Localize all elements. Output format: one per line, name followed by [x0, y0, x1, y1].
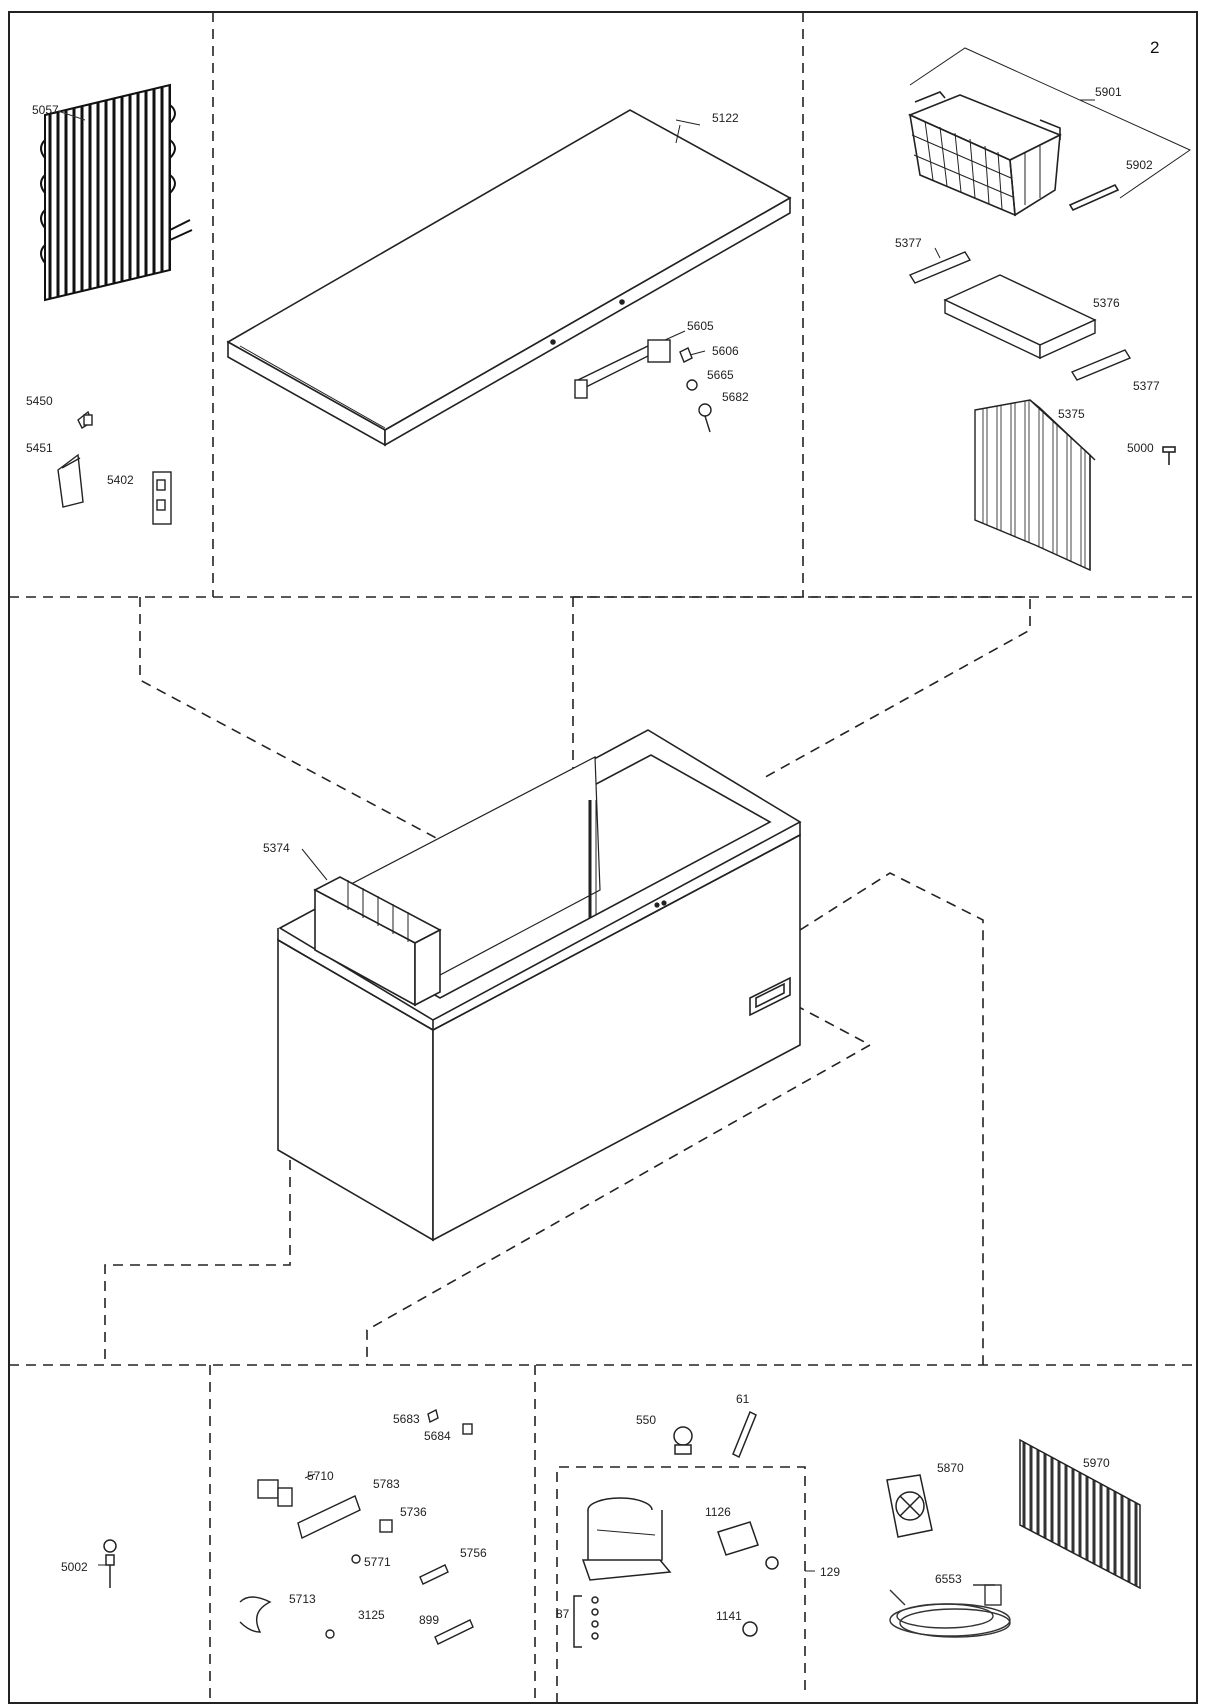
part-label-5122: 5122 [712, 111, 739, 125]
part-label-5450: 5450 [26, 394, 53, 408]
condenser-coil-icon [40, 83, 193, 302]
screw-icon [1162, 446, 1176, 465]
part-label-6553: 6553 [935, 1572, 962, 1586]
part-label-5665: 5665 [707, 368, 734, 382]
part-label-5605: 5605 [687, 319, 714, 333]
part-label-5375: 5375 [1058, 407, 1085, 421]
part-label-5756: 5756 [460, 1546, 487, 1560]
part-label-5713: 5713 [289, 1592, 316, 1606]
fan-icon [886, 1474, 933, 1538]
part-label-899: 899 [419, 1613, 440, 1627]
divider-parts-icon [908, 247, 1132, 381]
compressor-parts-icon [573, 1410, 815, 1648]
part-label-5057: 5057 [32, 103, 59, 117]
part-label-87: 87 [556, 1607, 570, 1621]
part-label-5902: 5902 [1126, 158, 1153, 172]
power-cord-icon [889, 1584, 1011, 1638]
part-label-5783: 5783 [373, 1477, 400, 1491]
rear-grille-icon [1019, 1438, 1141, 1590]
freezer-cabinet-icon [277, 729, 802, 1242]
part-label-5682: 5682 [722, 390, 749, 404]
part-label-61: 61 [736, 1392, 750, 1406]
part-label-5736: 5736 [400, 1505, 427, 1519]
part-label-5970: 5970 [1083, 1456, 1110, 1470]
part-label-5402: 5402 [107, 473, 134, 487]
part-label-5683: 5683 [393, 1412, 420, 1426]
thermostat-knob-icon [98, 1539, 117, 1588]
section-grid [8, 11, 1198, 1704]
part-label-5710: 5710 [307, 1469, 334, 1483]
part-label-5376: 5376 [1093, 296, 1120, 310]
part-label-5870: 5870 [937, 1461, 964, 1475]
part-label-1141: 1141 [716, 1609, 742, 1623]
part-label-5771: 5771 [364, 1555, 391, 1569]
part-label-5377-bottom: 5377 [1133, 379, 1160, 393]
part-label-5606: 5606 [712, 344, 739, 358]
part-label-5002: 5002 [61, 1560, 88, 1574]
part-label-5000: 5000 [1127, 441, 1154, 455]
lid-lock-icon [574, 330, 712, 433]
part-label-5684: 5684 [424, 1429, 451, 1443]
wire-basket-icon [907, 47, 1192, 217]
part-label-129: 129 [820, 1565, 841, 1579]
part-label-5901: 5901 [1095, 85, 1122, 99]
part-label-550: 550 [636, 1413, 657, 1427]
part-label-5377-top: 5377 [895, 236, 922, 250]
part-label-1126: 1126 [705, 1505, 731, 1519]
freezer-lid-icon [226, 109, 792, 447]
page-number: 2 [1150, 38, 1160, 57]
electrical-parts-icon [239, 1408, 474, 1645]
part-label-5374: 5374 [263, 841, 290, 855]
hinge-parts-icon [57, 410, 172, 525]
part-label-3125: 3125 [358, 1608, 385, 1622]
inner-panel-icon [974, 399, 1096, 572]
part-label-5451: 5451 [26, 441, 53, 455]
